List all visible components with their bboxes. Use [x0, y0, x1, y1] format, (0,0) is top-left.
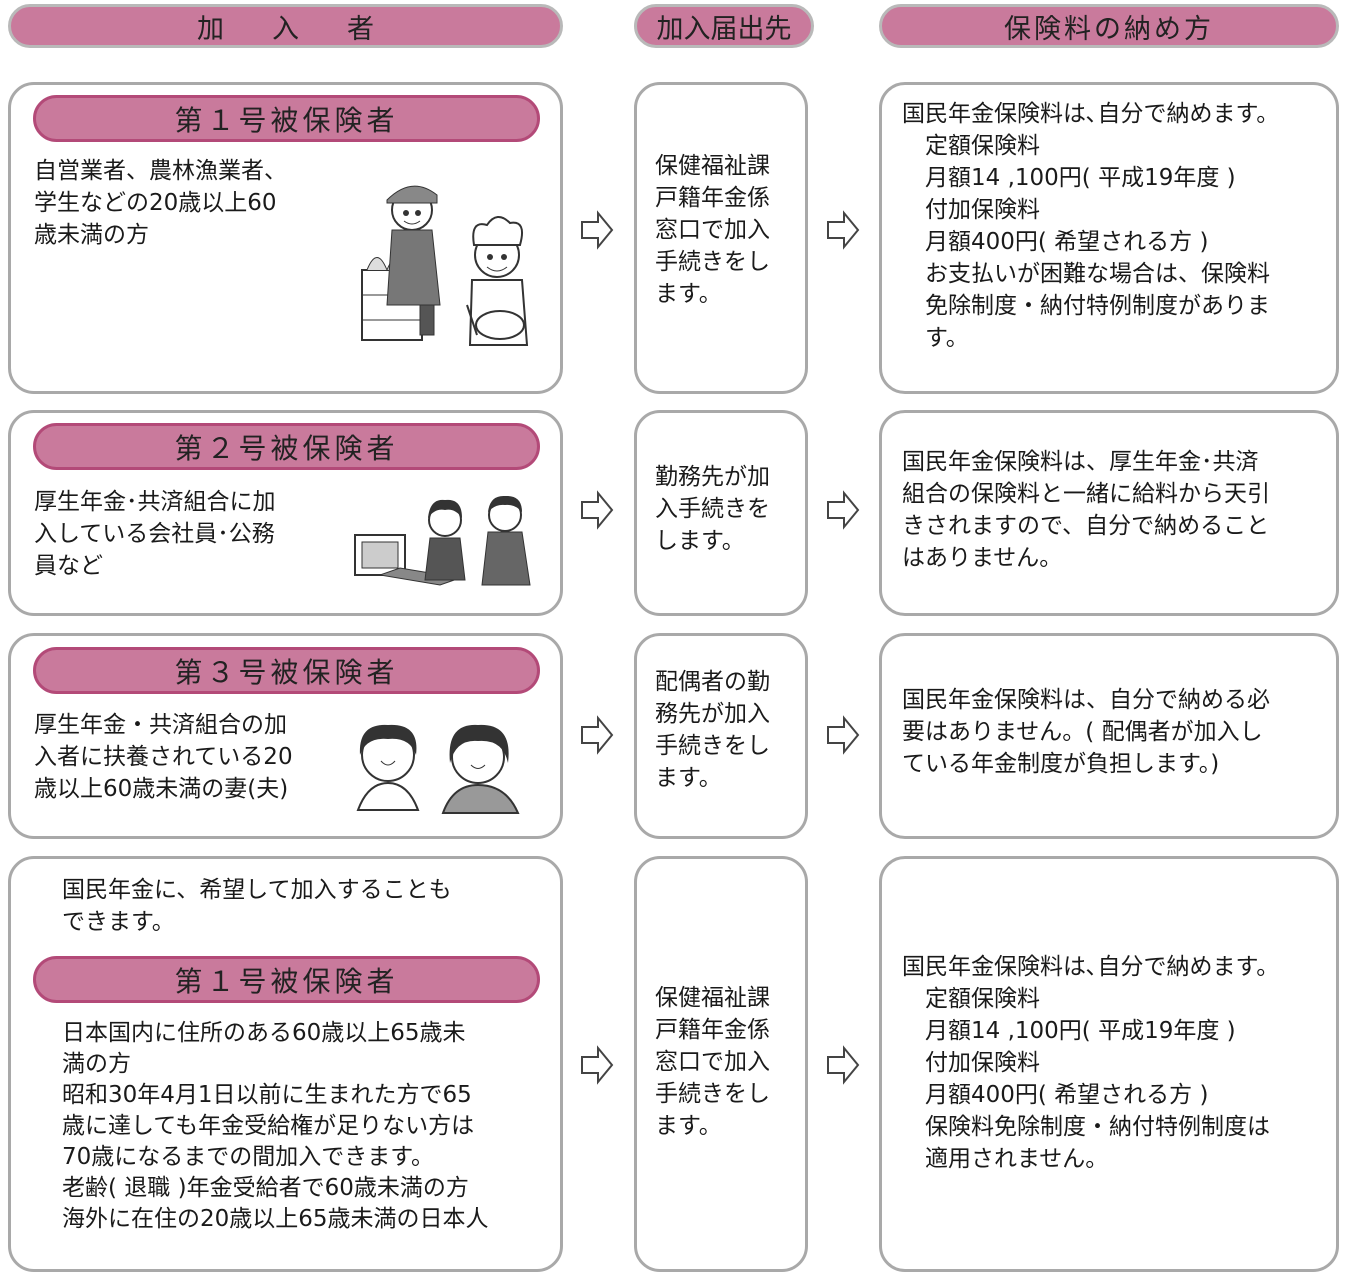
- row1-description: 自営業者、農林漁業者、 学生などの20歳以上60 歳未満の方: [34, 158, 287, 248]
- header-subscribers: 加入者: [8, 4, 563, 48]
- header-office: 加入届出先: [634, 4, 814, 48]
- row1-office-box: [634, 82, 808, 394]
- row1-arrow-right-icon: [581, 210, 614, 250]
- row2-category-pill: 第２号被保険者: [33, 423, 540, 470]
- row4-description: 日本国内に住所のある60歳以上65歳未 満の方 昭和30年4月1日以前に生まれた…: [62, 1020, 489, 1232]
- row2-payment-text: 国民年金保険料は、厚生年金･共済 組合の保険料と一緒に給料から天引 きされますの…: [902, 449, 1270, 571]
- row4-category-pill: 第１号被保険者: [33, 956, 540, 1003]
- header-payment: 保険料の納め方: [879, 4, 1339, 48]
- row3-arrow-right-icon-2: [827, 715, 860, 755]
- row4-arrow-right-icon: [581, 1045, 614, 1085]
- row4-office-text: 保健福祉課 戸籍年金係 窓口で加入 手続きをし ます。: [655, 985, 770, 1139]
- row4-arrow-right-icon-2: [827, 1045, 860, 1085]
- row2-office-box: [634, 410, 808, 616]
- row3-description: 厚生年金・共済組合の加 入者に扶養されている20 歳以上60歳未満の妻(夫): [34, 712, 293, 802]
- office-workers-illustration: [354, 495, 531, 586]
- row3-office-box: [634, 633, 808, 839]
- row1-arrow-right-icon-2: [827, 210, 860, 250]
- row1-office-text: 保健福祉課 戸籍年金係 窓口で加入 手続きをし ます。: [655, 153, 770, 307]
- row1-category-pill: 第１号被保険者: [33, 95, 540, 142]
- row1-payment-box: [879, 82, 1339, 394]
- row3-office-text: 配偶者の勤 務先が加入 手続きをし ます。: [655, 669, 770, 791]
- row3-payment-text: 国民年金保険料は、自分で納める必 要はありません。( 配偶者が加入し ている年金…: [902, 687, 1270, 777]
- row2-description: 厚生年金･共済組合に加 入している会社員･公務 員など: [34, 489, 276, 579]
- self-employed-workers-illustration: [361, 185, 529, 346]
- row3-arrow-right-icon: [581, 715, 614, 755]
- row4-payment-text: 国民年金保険料は､自分で納めます。 定額保険料 月額14 ,100円( 平成19…: [902, 954, 1280, 1172]
- row4-office-box: [634, 856, 808, 1272]
- row2-arrow-right-icon: [581, 490, 614, 530]
- row2-office-text: 勤務先が加 入手続きを します。: [655, 464, 770, 554]
- row3-category-pill: 第３号被保険者: [33, 647, 540, 694]
- spouses-illustration: [356, 724, 520, 814]
- row4-payment-box: [879, 856, 1339, 1272]
- row2-payment-box: [879, 410, 1339, 616]
- row1-payment-text: 国民年金保険料は､自分で納めます。 定額保険料 月額14 ,100円( 平成19…: [902, 101, 1280, 351]
- row3-payment-box: [879, 633, 1339, 839]
- row2-arrow-right-icon-2: [827, 490, 860, 530]
- row4-intro: 国民年金に、希望して加入することも できます。: [62, 877, 452, 935]
- row4-subscriber-box: [8, 856, 563, 1272]
